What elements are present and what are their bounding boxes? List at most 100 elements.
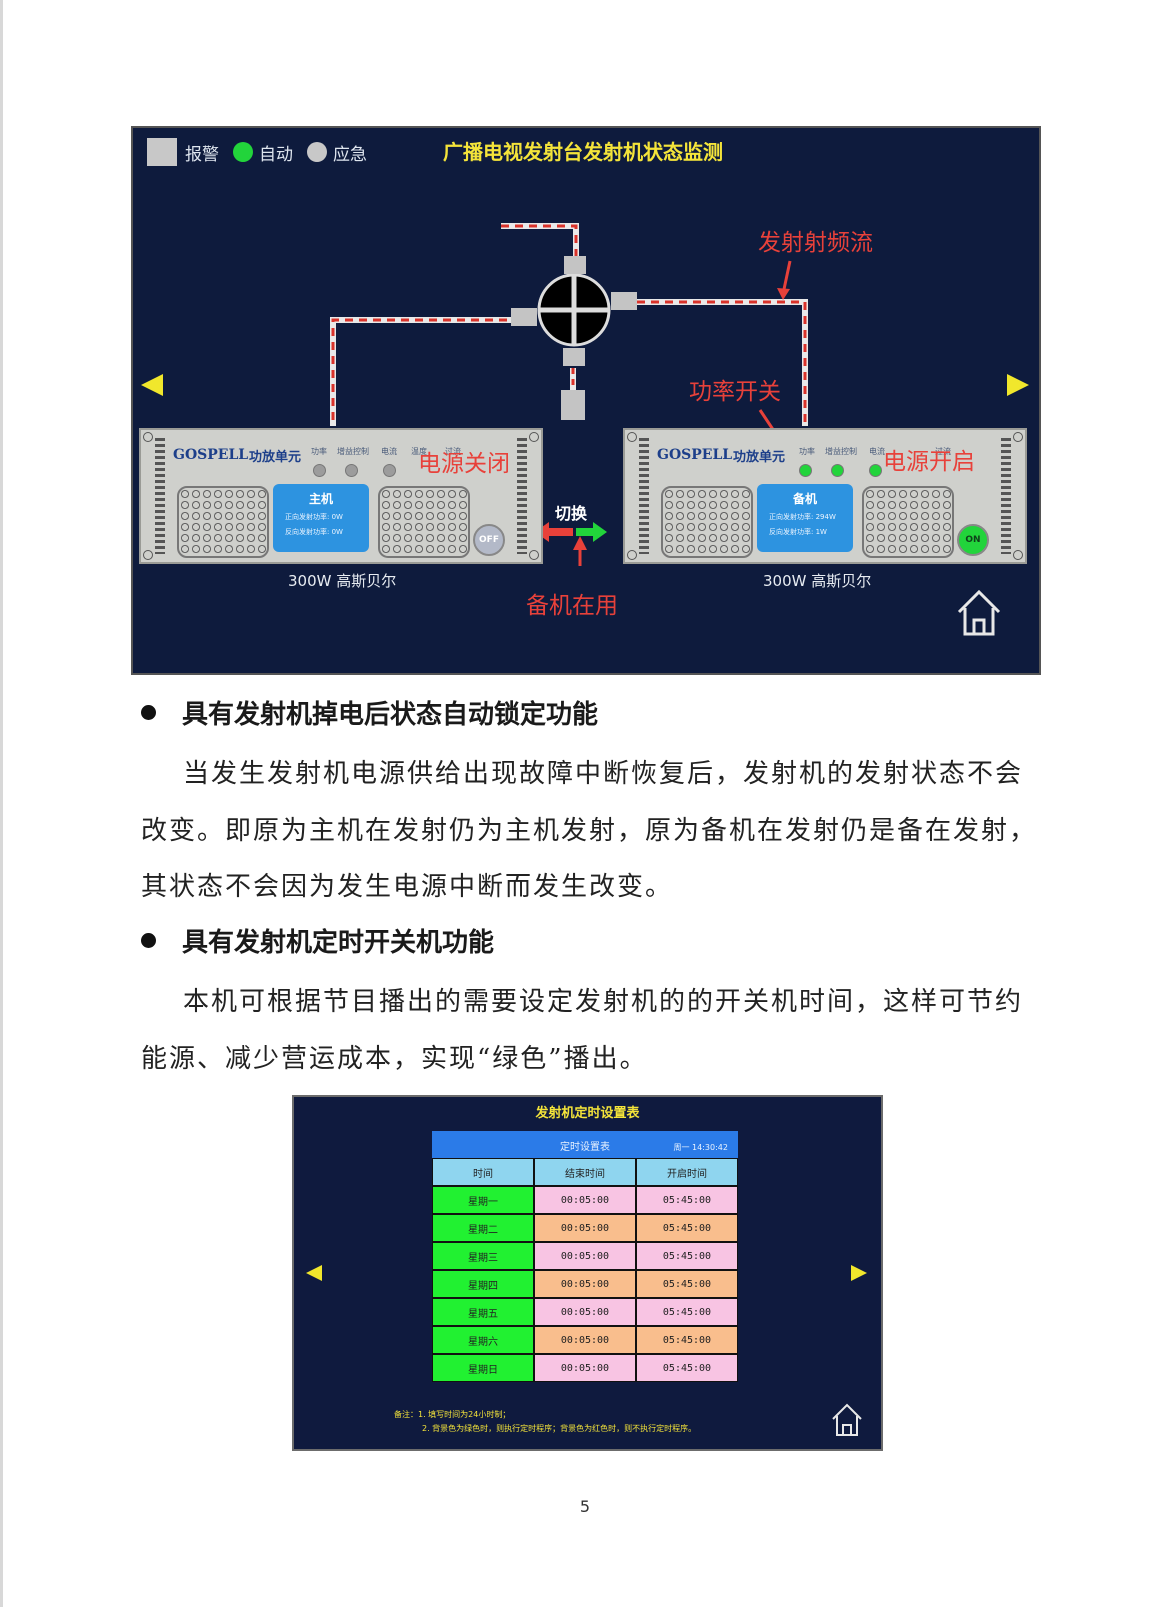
switch-right-arrow — [576, 522, 607, 542]
table-row: 星期三 00:05:00 05:45:00 — [432, 1242, 738, 1270]
end-time-cell[interactable]: 00:05:00 — [534, 1354, 636, 1382]
start-time-cell[interactable]: 05:45:00 — [636, 1270, 738, 1298]
day-cell[interactable]: 星期三 — [432, 1242, 534, 1270]
screw — [627, 432, 637, 442]
main-transmitter-unit: GOSPELL 功放单元 功率 增益控制 电流 温度 过流 主机 正向发射功率:… — [139, 428, 543, 564]
status-led — [383, 464, 396, 477]
forward-power: 正向发射功率: 294W — [769, 513, 836, 521]
brand-logo: GOSPELL — [173, 447, 249, 463]
indicator-label: 过流 — [935, 447, 951, 456]
start-time-cell[interactable]: 05:45:00 — [636, 1354, 738, 1382]
table-row: 星期一 00:05:00 05:45:00 — [432, 1186, 738, 1214]
end-time-cell[interactable]: 00:05:00 — [534, 1186, 636, 1214]
indicator-label: 过流 — [445, 447, 461, 456]
reflected-power: 反向发射功率: 1W — [769, 528, 827, 536]
annotation-rf-flow: 发射射频流 — [758, 230, 873, 256]
panel-title: 备机 — [792, 492, 817, 506]
alarm-indicator — [147, 138, 177, 166]
legend-alarm-label: 报警 — [185, 144, 219, 165]
status-legend: 报警 自动 应急 — [147, 138, 367, 166]
status-led — [869, 464, 882, 477]
vent-grille — [378, 486, 470, 558]
start-time-cell[interactable]: 05:45:00 — [636, 1298, 738, 1326]
brand-logo: GOSPELL — [657, 447, 733, 463]
page-number: 5 — [579, 1497, 591, 1516]
rack-grill — [517, 438, 527, 554]
section2-line: 能源、减少营运成本，实现“绿色”播出。 — [141, 1044, 648, 1074]
screw — [529, 550, 539, 560]
indicator-label: 电流 — [869, 447, 885, 456]
indicator-label: 电流 — [381, 447, 397, 456]
screw — [627, 550, 637, 560]
status-led — [345, 464, 358, 477]
bullet-dot — [141, 705, 156, 720]
clock-readout: 周一 14:30:42 — [673, 1143, 728, 1152]
screw — [529, 432, 539, 442]
switch-left-arrow — [535, 522, 573, 542]
day-cell[interactable]: 星期五 — [432, 1298, 534, 1326]
end-time-cell[interactable]: 00:05:00 — [534, 1242, 636, 1270]
day-cell[interactable]: 星期日 — [432, 1354, 534, 1382]
section1-line: 当发生发射机电源供给出现故障中断恢复后，发射机的发射状态不会 — [183, 759, 1024, 789]
day-cell[interactable]: 星期四 — [432, 1270, 534, 1298]
timer-table: 定时设置表 周一 14:30:42 时间 结束时间 开启时间 星期一 00:05… — [432, 1131, 738, 1382]
chevron-right-icon[interactable] — [1007, 374, 1029, 396]
end-time-cell[interactable]: 00:05:00 — [534, 1270, 636, 1298]
power-on-button[interactable]: ON — [957, 524, 989, 556]
main-unit-caption: 300W 高斯贝尔 — [288, 572, 397, 590]
note-line-1: 备注：1. 填写时间为24小时制； — [394, 1410, 511, 1419]
start-time-cell[interactable]: 05:45:00 — [636, 1214, 738, 1242]
timer-table-header: 定时设置表 周一 14:30:42 — [432, 1131, 738, 1158]
unit-label: 功放单元 — [733, 450, 786, 465]
status-led — [313, 464, 326, 477]
chevron-left-icon[interactable] — [306, 1265, 322, 1281]
end-time-cell[interactable]: 00:05:00 — [534, 1214, 636, 1242]
annotation-switch: 切换 — [555, 504, 588, 523]
table-row: 星期五 00:05:00 05:45:00 — [432, 1298, 738, 1326]
section2-line: 本机可根据节目播出的需要设定发射机的的开关机时间，这样可节约 — [183, 987, 1024, 1017]
status-led — [799, 464, 812, 477]
rack-grill — [639, 438, 649, 554]
table-row: 星期四 00:05:00 05:45:00 — [432, 1270, 738, 1298]
standby-status-panel: 备机 正向发射功率: 294W 反向发射功率: 1W — [757, 484, 853, 552]
start-time-cell[interactable]: 05:45:00 — [636, 1326, 738, 1354]
start-time-cell[interactable]: 05:45:00 — [636, 1242, 738, 1270]
table-row: 星期六 00:05:00 05:45:00 — [432, 1326, 738, 1354]
indicator-label: 温度 — [411, 447, 427, 456]
home-icon[interactable] — [830, 1401, 864, 1439]
table-row: 星期二 00:05:00 05:45:00 — [432, 1214, 738, 1242]
annotation-power-off: 电源关闭 — [418, 451, 510, 477]
standby-transmitter-unit: GOSPELL 功放单元 功率 增益控制 电流 过流 备机 正向发射功率: 29… — [623, 428, 1027, 564]
power-off-button[interactable]: OFF — [473, 524, 505, 556]
end-time-cell[interactable]: 00:05:00 — [534, 1298, 636, 1326]
home-icon[interactable] — [955, 586, 1003, 640]
main-status-panel: 主机 正向发射功率: 0W 反向发射功率: 0W — [273, 484, 369, 552]
day-cell[interactable]: 星期一 — [432, 1186, 534, 1214]
annotation-standby-in-use: 备机在用 — [526, 593, 618, 619]
table-title: 定时设置表 — [560, 1142, 610, 1153]
indicator-label: 增益控制 — [337, 447, 369, 456]
emergency-indicator — [307, 142, 327, 162]
timer-settings-screen: 发射机定时设置表 定时设置表 周一 14:30:42 时间 结束时间 开启时间 … — [292, 1095, 883, 1451]
panel-title: 主机 — [308, 492, 333, 506]
reflected-power: 反向发射功率: 0W — [285, 528, 343, 536]
section2-heading: 具有发射机定时开关机功能 — [141, 922, 494, 959]
legend-auto-label: 自动 — [259, 144, 293, 165]
chevron-right-icon[interactable] — [851, 1265, 867, 1281]
start-time-cell[interactable]: 05:45:00 — [636, 1186, 738, 1214]
chevron-left-icon[interactable] — [141, 374, 163, 396]
end-time-cell[interactable]: 00:05:00 — [534, 1326, 636, 1354]
forward-power: 正向发射功率: 0W — [285, 513, 343, 521]
status-led — [831, 464, 844, 477]
page-edge — [0, 0, 3, 1607]
section1-heading-text: 具有发射机掉电后状态自动锁定功能 — [182, 700, 599, 730]
bullet-dot — [141, 933, 156, 948]
timer-screen-title: 发射机定时设置表 — [535, 1106, 640, 1121]
day-cell[interactable]: 星期二 — [432, 1214, 534, 1242]
indicator-label: 功率 — [311, 447, 327, 456]
day-cell[interactable]: 星期六 — [432, 1326, 534, 1354]
column-header: 开启时间 — [636, 1158, 738, 1186]
auto-indicator — [233, 142, 253, 162]
screw — [1013, 550, 1023, 560]
table-header-row: 时间 结束时间 开启时间 — [432, 1158, 738, 1186]
